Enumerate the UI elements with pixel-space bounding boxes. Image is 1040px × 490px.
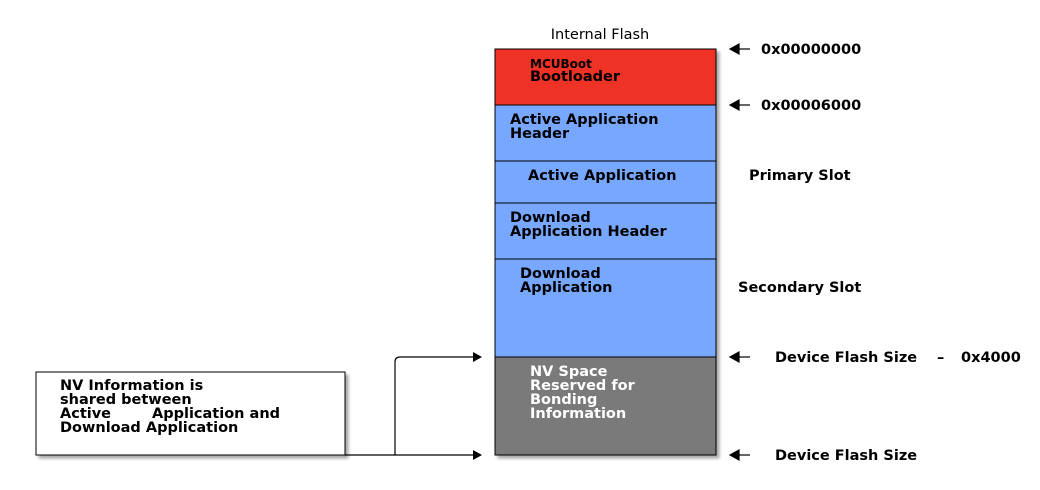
arrow-head-icon: [728, 350, 740, 364]
nv-note-line2: shared between: [60, 392, 192, 408]
nv-space-label-line1: NV Space: [530, 364, 608, 380]
addr-start-label: 0x00000000: [761, 42, 861, 58]
nv-note-line3a: Active: [60, 406, 111, 422]
nv-note-box: [35, 371, 346, 456]
arrow-head-icon: [728, 98, 740, 112]
download-header-label-line2: Application Header: [510, 224, 668, 240]
bootloader-block: [494, 48, 717, 106]
minus-value-label: 0x4000: [961, 350, 1021, 366]
download-header-label-line1: Download: [510, 210, 591, 226]
nv-note-line1: NV Information is: [60, 378, 203, 394]
flash-size-minus-label: Device Flash Size: [775, 350, 917, 366]
download-app-block: [494, 258, 717, 358]
active-header-block: [494, 104, 717, 162]
primary-slot-label: Primary Slot: [749, 168, 851, 184]
connector-arrow-top-icon: [473, 352, 482, 362]
active-header-label-line1: Active Application: [510, 112, 659, 128]
download-app-label-line2: Application: [520, 280, 613, 296]
connector-bracket: [394, 356, 474, 455]
secondary-slot-label: Secondary Slot: [738, 280, 861, 296]
active-header-label-line2: Header: [510, 126, 570, 142]
download-header-block: [494, 202, 717, 260]
download-app-label-line1: Download: [520, 266, 601, 282]
bootloader-label-line1: MCUBoot: [530, 57, 592, 71]
flash-size-label: Device Flash Size: [775, 448, 917, 464]
nv-connector: [345, 356, 474, 456]
diagram-title: Internal Flash: [551, 27, 650, 43]
nv-note-line3b: Application and: [152, 406, 280, 422]
address-arrows: [728, 42, 750, 462]
bootloader-label-line2: Bootloader: [530, 69, 621, 85]
nv-space-label-line2: Reserved for: [530, 378, 636, 394]
arrow-head-icon: [728, 42, 740, 56]
minus-sign: –: [937, 350, 944, 366]
nv-space-label-line3: Bonding: [530, 392, 597, 408]
connector-arrow-bottom-icon: [473, 450, 482, 460]
active-app-label: Active Application: [528, 168, 677, 184]
addr-app-label: 0x00006000: [761, 98, 861, 114]
nv-space-block: [494, 356, 717, 456]
nv-space-label-line4: Information: [530, 406, 626, 422]
flash-column: [494, 48, 717, 456]
arrow-head-icon: [728, 448, 740, 462]
nv-note-line4: Download Application: [60, 420, 238, 436]
active-app-block: [494, 160, 717, 204]
